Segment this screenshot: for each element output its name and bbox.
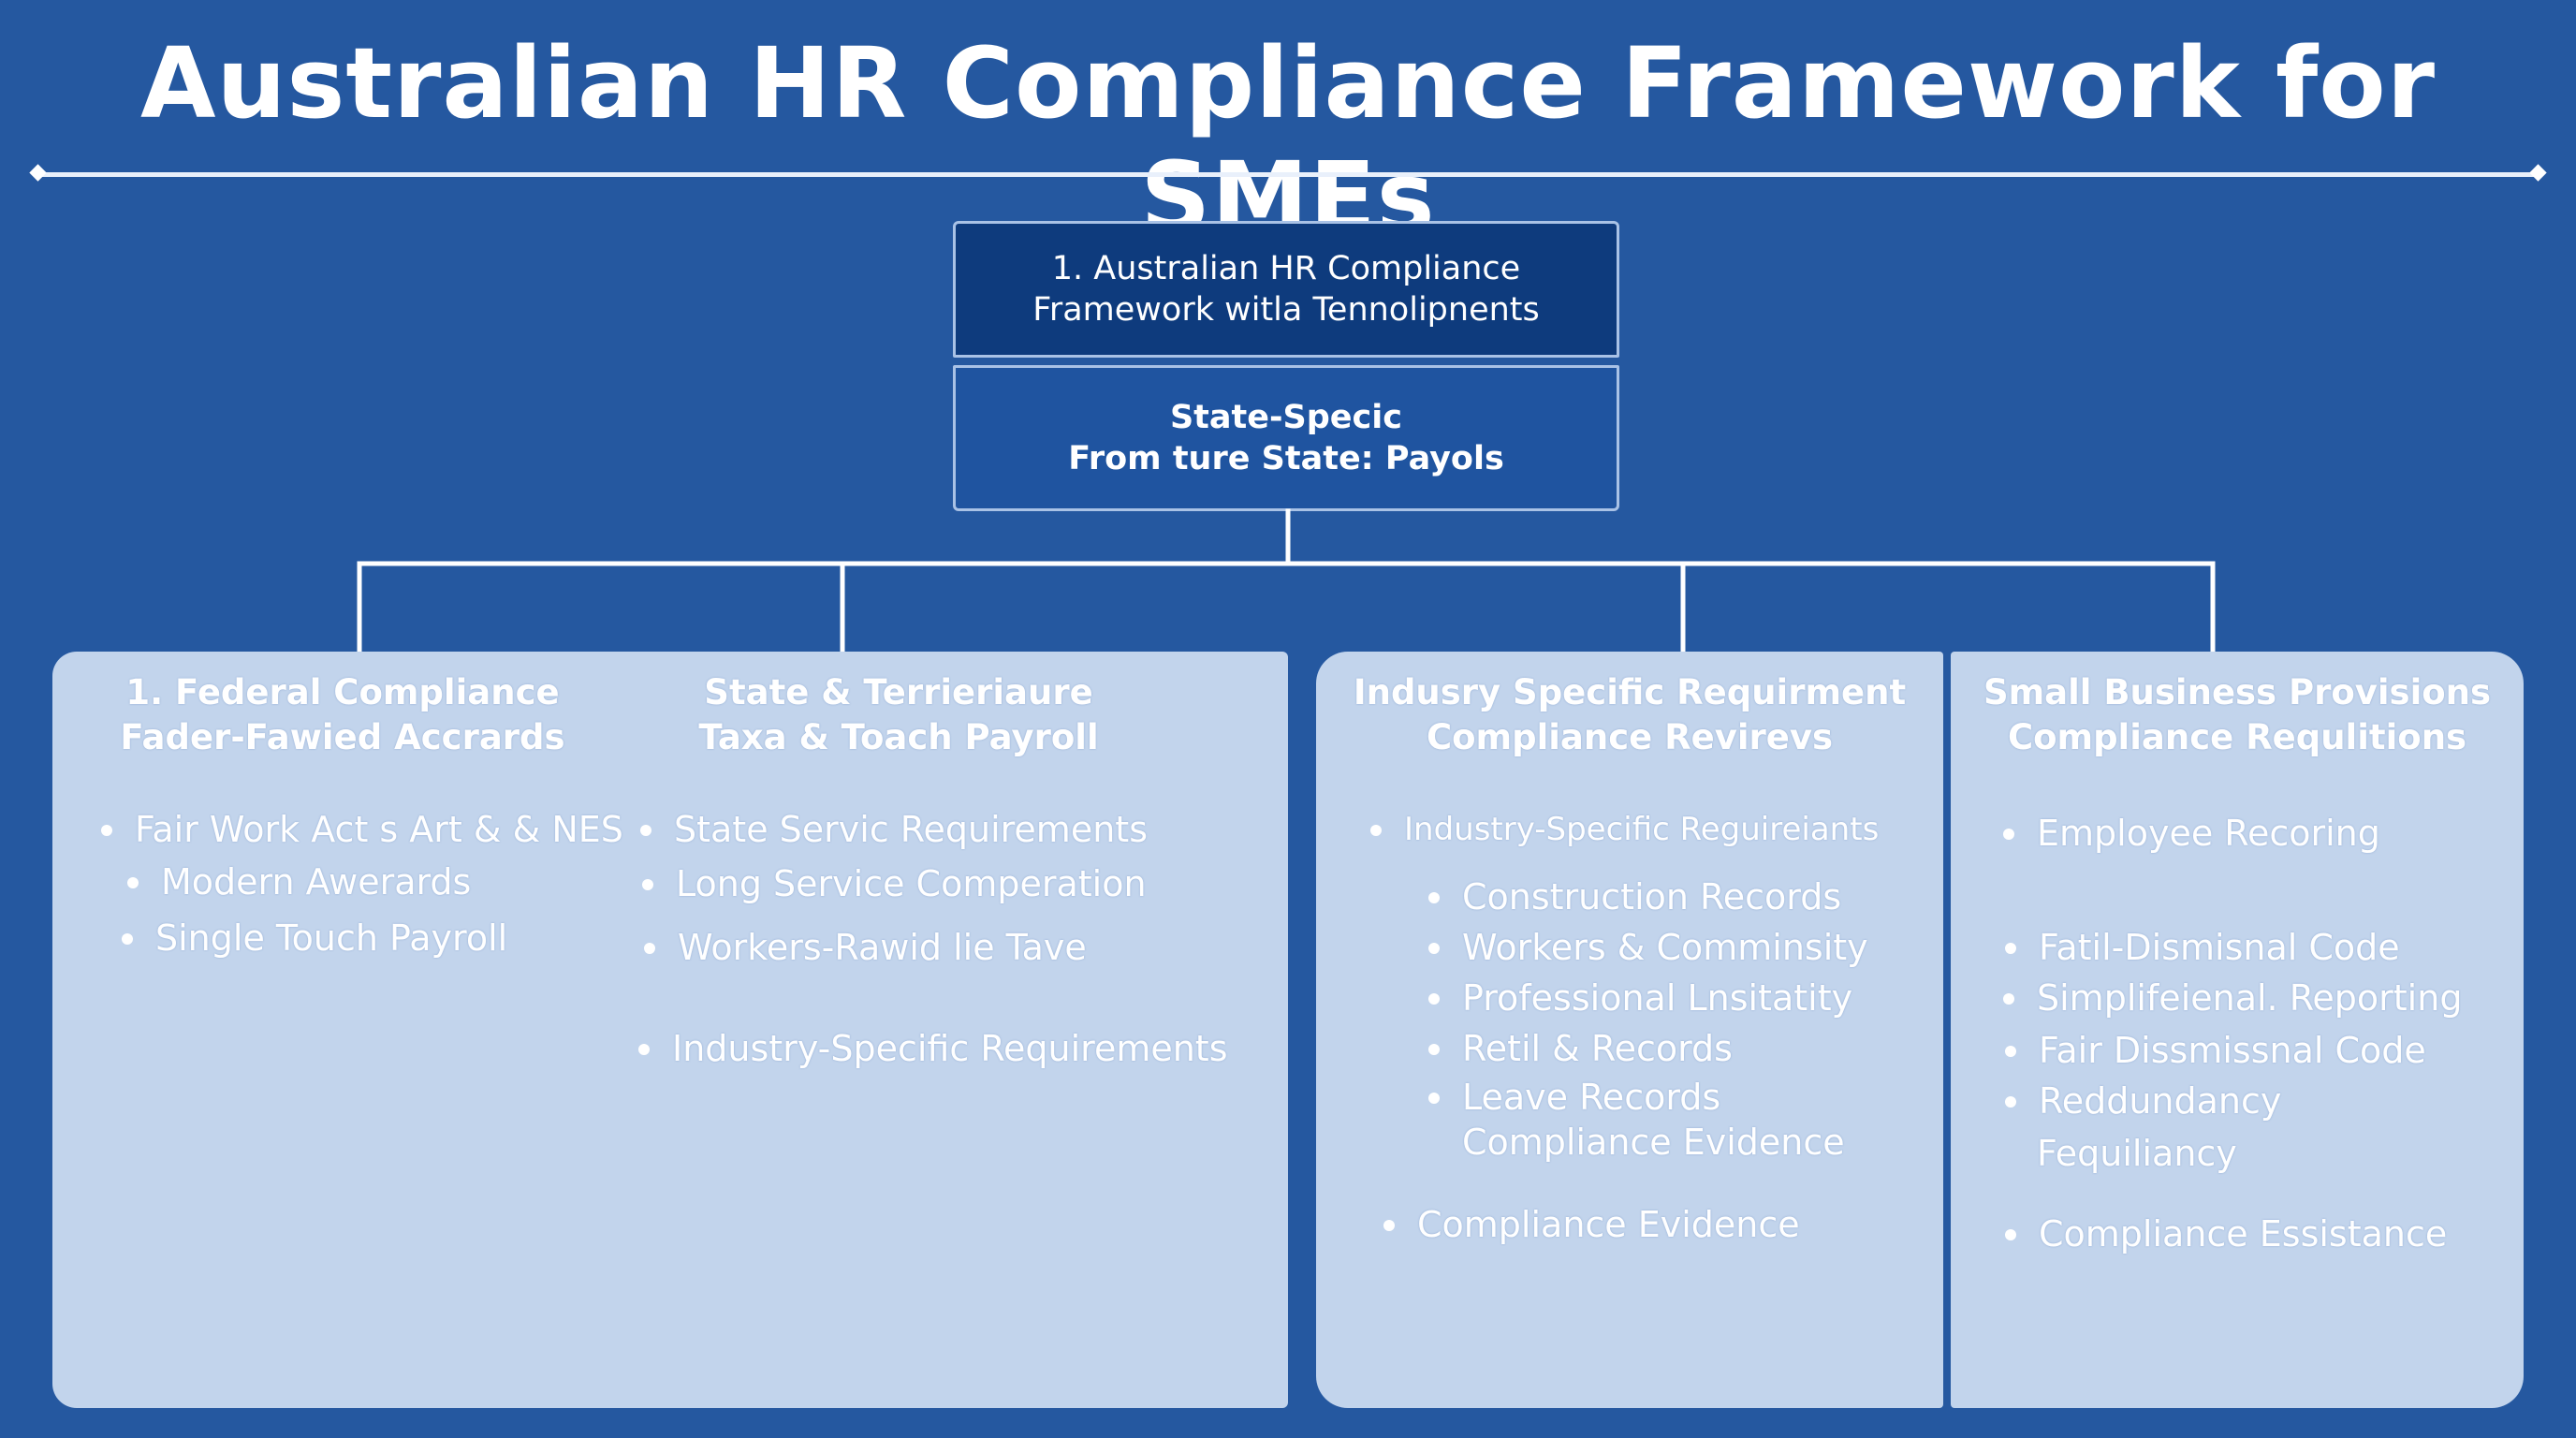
list-item: Retil & Records	[1428, 1028, 1733, 1069]
column-small-business-heading-line-1: Small Business Provisions	[1983, 672, 2492, 712]
sub-root-node-line-2: From ture State: Payols	[1068, 440, 1504, 477]
list-item: State Servic Requirements	[640, 809, 1148, 850]
list-item: Single Touch Payroll	[121, 917, 508, 959]
column-federal-heading-line-1: 1. Federal Compliance	[125, 672, 560, 712]
column-small-business-heading-line-2: Compliance Requlitions	[2007, 717, 2467, 757]
column-state-heading-line-2: Taxa & Toach Payroll	[698, 717, 1099, 757]
list-item-line-1: Leave Records	[1462, 1077, 1721, 1118]
column-industry-heading-line-2: Compliance Revirevs	[1426, 717, 1834, 757]
panel-federal-state	[52, 652, 1288, 1408]
column-industry-specific: Indusry Specific Requirment Compliance R…	[1316, 670, 1943, 1269]
list-item: Modern Awerards	[126, 861, 472, 902]
list-item: Workers & Comminsity	[1428, 927, 1868, 968]
list-item-line-2: Compliance Evidence	[1462, 1122, 1845, 1163]
root-node-line-2: Framework witla Tennolipnents	[1032, 291, 1540, 329]
list-item: Employee Recoring	[2003, 813, 2380, 854]
column-industry-heading: Indusry Specific Requirment Compliance R…	[1316, 670, 1943, 760]
column-federal-heading-line-2: Fader-Fawied Accrards	[120, 717, 565, 757]
list-item-line-2: Fequiliancy	[2037, 1133, 2237, 1174]
list-item: Industry-Specific Requirements	[638, 1028, 1228, 1069]
list-item: Long Service Comperation	[642, 863, 1147, 904]
sub-root-node-line-1: State-Specic	[1169, 399, 1403, 436]
list-item: Fair Dissmissnal Code	[2005, 1030, 2426, 1071]
list-item: Fair Work Act s Art & & NES	[101, 809, 623, 850]
column-federal-compliance: 1. Federal Compliance Fader-Fawied Accra…	[52, 670, 633, 1064]
column-federal-heading: 1. Federal Compliance Fader-Fawied Accra…	[52, 670, 633, 760]
sub-root-node[interactable]: State-Specic From ture State: Payols	[953, 365, 1619, 511]
panel-industry	[1316, 652, 1943, 1408]
list-item: Compliance Evidence	[1383, 1204, 1800, 1245]
list-item: Professional Lnsitatity	[1427, 977, 1853, 1019]
column-state-heading-line-1: State & Terrieriaure	[704, 672, 1093, 712]
list-item: Fatil-Dismisnal Code	[2005, 927, 2400, 968]
list-item: Construction Records	[1427, 876, 1842, 917]
root-node[interactable]: 1. Australian HR Compliance Framework wi…	[953, 221, 1619, 358]
column-industry-heading-line-1: Indusry Specific Requirment	[1353, 672, 1907, 712]
column-small-business: Small Business Provisions Compliance Req…	[1951, 670, 2524, 1269]
title-divider	[29, 164, 2547, 182]
list-item: Compliance Essistance	[2004, 1213, 2448, 1255]
root-node-line-1: 1. Australian HR Compliance	[1051, 250, 1521, 287]
list-item: Workers-Rawid lie Tave	[644, 927, 1087, 968]
list-item-line-1: Reddundancy	[2039, 1080, 2282, 1122]
list-item: Simplifeienal. Reporting	[2002, 977, 2463, 1019]
page-title: Australian HR Compliance Framework for S…	[139, 26, 2437, 255]
panel-small-business	[1951, 652, 2524, 1408]
list-item: Industry-Specific Reguireiants	[1369, 807, 1879, 852]
column-small-business-heading: Small Business Provisions Compliance Req…	[1951, 670, 2524, 760]
list-item: Leave Records Compliance Evidence	[1428, 1075, 1845, 1165]
list-item: Reddundancy Fequiliancy	[2004, 1078, 2282, 1176]
column-state-heading: State & Terrieriaure Taxa & Toach Payrol…	[599, 670, 1198, 760]
column-state-territory: State & Terrieriaure Taxa & Toach Payrol…	[599, 670, 1228, 1101]
